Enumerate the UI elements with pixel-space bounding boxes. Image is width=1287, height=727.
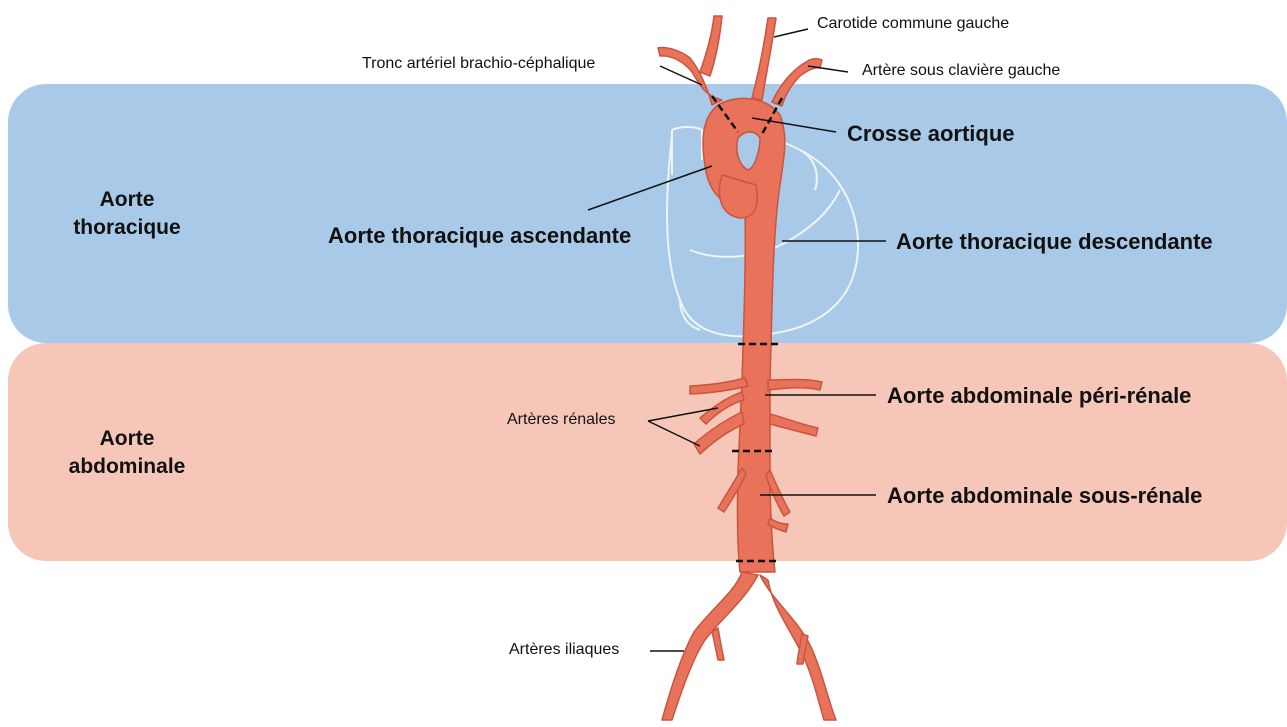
label-brachiocephalic: Tronc artériel brachio-céphalique — [362, 55, 595, 73]
leader-renal-left — [648, 421, 700, 446]
label-ascending-aorta: Aorte thoracique ascendante — [328, 223, 631, 249]
label-renal-arteries: Artères rénales — [507, 411, 616, 429]
label-sub-renal: Aorte abdominale sous-rénale — [887, 483, 1202, 509]
right-iliac-artery — [760, 575, 836, 720]
leader-ascending — [588, 166, 712, 210]
celiac-right-branch — [768, 380, 822, 391]
left-common-carotid — [752, 18, 776, 100]
right-carotid-branch — [700, 16, 722, 76]
left-subclavian — [772, 59, 822, 106]
celiac-left-branch — [690, 378, 748, 394]
label-descending-aorta: Aorte thoracique descendante — [896, 229, 1213, 255]
aorta-body — [658, 16, 836, 720]
label-subclavian: Artère sous clavière gauche — [862, 62, 1060, 80]
label-aortic-arch: Crosse aortique — [847, 121, 1015, 147]
label-iliac-arteries: Artères iliaques — [509, 641, 619, 659]
leader-carotid — [774, 29, 808, 37]
right-renal-artery — [770, 414, 818, 436]
label-peri-renal: Aorte abdominale péri-rénale — [887, 383, 1191, 409]
left-iliac-artery — [662, 572, 758, 720]
descending-aorta — [703, 98, 785, 572]
label-carotid: Carotide commune gauche — [817, 15, 1009, 33]
left-internal-iliac — [712, 628, 724, 660]
